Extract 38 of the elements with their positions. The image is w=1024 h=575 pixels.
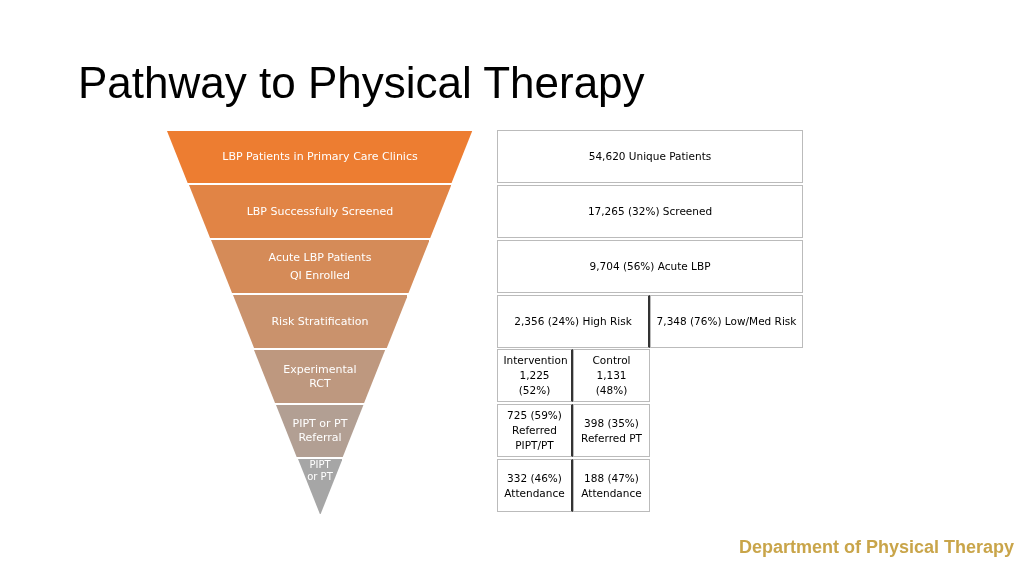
segment-label: Experimental RCT [282,362,358,391]
funnel-segment [232,295,408,348]
data-cell [497,459,573,512]
funnel-segment [210,240,430,293]
funnel-segment [188,185,452,238]
data-cell [573,349,650,402]
cell-text: Intervention 1,225 (52%) [502,353,569,398]
cell-text: 398 (35%) Referred PT [580,415,643,446]
cell-text: 2,356 (24%) High Risk [513,314,633,329]
data-cell [573,459,650,512]
data-cell [497,295,650,348]
department-name: Department of Physical Therapy [738,537,1014,558]
cell-text: 188 (47%) Attendance [580,470,643,501]
segment-label: Acute LBP Patients [268,250,372,265]
data-cell [573,404,650,457]
segment-label: LBP Successfully Screened [246,204,394,219]
data-cell [497,185,803,238]
funnel-segment [276,405,364,457]
cell-text: 17,265 (32%) Screened [586,204,714,219]
cell-text: 9,704 (56%) Acute LBP [588,259,712,274]
segment-label: PIPT or PT [306,459,334,483]
data-cell [497,130,803,183]
data-cell [497,240,803,293]
cell-text: Control 1,131 (48%) [591,353,632,398]
funnel-segment [167,131,473,183]
segment-label: PIPT or PT Referral [291,417,349,445]
segment-label: Risk Stratification [271,314,369,329]
slide-title: Pathway to Physical Therapy [78,58,645,108]
data-cell [650,295,803,348]
segment-label: LBP Patients in Primary Care Clinics [222,150,418,164]
cell-text: 54,620 Unique Patients [587,149,713,164]
funnel-segment [254,350,386,403]
cell-text: 332 (46%) Attendance [503,470,566,501]
data-cell [497,404,573,457]
funnel-segment [297,459,343,514]
segment-label: QI Enrolled [289,268,351,283]
cell-text: 725 (59%) Referred PIPT/PT [506,408,563,453]
cell-text: 7,348 (76%) Low/Med Risk [655,314,798,329]
